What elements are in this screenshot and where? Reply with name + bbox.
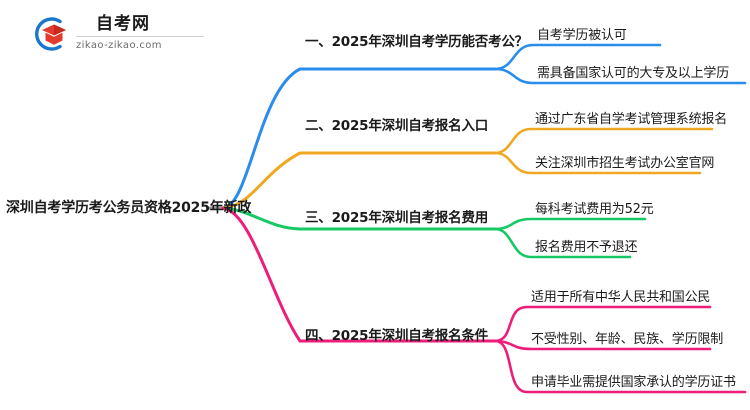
site-logo[interactable]: 自考网 zikao-zikao.com (30, 12, 210, 56)
logo-divider (76, 36, 204, 37)
mindmap-branch-4[interactable]: 四、2025年深圳自考报名条件 (305, 328, 489, 344)
brand-url: zikao-zikao.com (76, 40, 162, 51)
mindmap-leaf-3-1[interactable]: 每科考试费用为52元 (535, 202, 654, 217)
mindmap-branch-1[interactable]: 一、2025年深圳自考学历能否考公？ (305, 34, 528, 50)
mindmap-leaf-4-2[interactable]: 不受性别、年龄、民族、学历限制 (531, 332, 724, 347)
branch-connector-2 (221, 127, 714, 210)
logo-wordmark: 自考网 zikao-zikao.com (76, 13, 206, 55)
mindmap-leaf-2-1[interactable]: 通过广东省自学考试管理系统报名 (535, 112, 728, 127)
mindmap-leaf-1-2[interactable]: 需具备国家认可的大专及以上学历 (537, 66, 730, 81)
branch-connector-3 (221, 206, 647, 259)
branch-connector-1 (221, 43, 747, 210)
mindmap-leaf-2-2[interactable]: 关注深圳市招生考试办公室官网 (535, 156, 715, 171)
mindmap-leaf-1-1[interactable]: 自考学历被认可 (537, 28, 627, 43)
mindmap-branch-2[interactable]: 二、2025年深圳自考报名入口 (305, 118, 489, 134)
brand-name-cn: 自考网 (96, 14, 150, 34)
mindmap-root-node[interactable]: 深圳自考学历考公务员资格2025年新政 (6, 200, 252, 216)
mindmap-leaf-4-1[interactable]: 适用于所有中华人民共和国公民 (531, 290, 711, 305)
branch-connector-4 (221, 206, 747, 394)
mindmap-leaf-3-2[interactable]: 报名费用不予退还 (535, 240, 638, 255)
mindmap-branch-3[interactable]: 三、2025年深圳自考报名费用 (305, 210, 489, 226)
mindmap-leaf-4-3[interactable]: 申请毕业需提供国家承认的学历证书 (531, 375, 736, 390)
graduation-cap-icon (30, 14, 70, 54)
